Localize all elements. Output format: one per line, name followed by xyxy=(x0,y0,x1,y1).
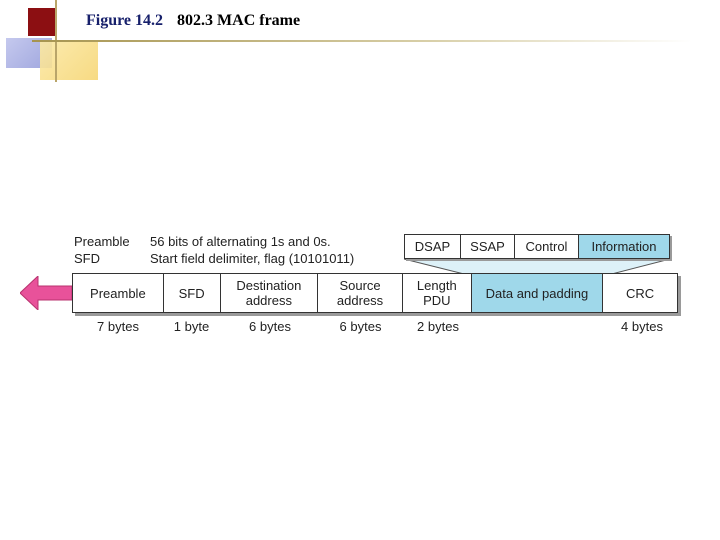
size-label-crc: 4 bytes xyxy=(621,319,663,334)
frame-field-crc: CRC xyxy=(626,285,655,301)
decor-horizontal-line xyxy=(32,40,692,42)
legend-desc-preamble: 56 bits of alternating 1s and 0s. xyxy=(150,234,331,249)
size-label-destination-address: 6 bytes xyxy=(249,319,291,334)
mac-frame: Preamble SFD Destination address Source … xyxy=(72,273,678,313)
figure-caption: 802.3 MAC frame xyxy=(177,12,301,29)
size-label-sfd: 1 byte xyxy=(173,319,210,334)
llc-field-information: Information xyxy=(579,235,669,258)
left-arrow-icon xyxy=(20,276,72,310)
frame-field-source-address: Source address xyxy=(318,274,403,312)
slide-title: Figure 14.2 802.3 MAC frame xyxy=(86,12,300,30)
llc-pdu-box: DSAP SSAP Control Information xyxy=(404,234,670,259)
frame-field-preamble: Preamble xyxy=(73,274,164,312)
decor-red-square xyxy=(28,8,55,36)
llc-field-control: Control xyxy=(515,235,579,258)
llc-field-dsap: DSAP xyxy=(405,235,461,258)
legend-desc-sfd: Start field delimiter, flag (10101011) xyxy=(150,251,355,266)
frame-field-data-and-padding: Data and padding xyxy=(471,274,604,312)
frame-field-sfd: SFD xyxy=(164,274,221,312)
frame-field-length-pdu: Length PDU xyxy=(403,274,472,312)
size-label-source-address: 6 bytes xyxy=(339,319,382,334)
size-label-length-pdu: 2 bytes xyxy=(417,319,459,334)
legend-term-preamble: Preamble xyxy=(74,234,130,249)
llc-field-ssap: SSAP xyxy=(461,235,515,258)
frame-field-destination-address: Destination address xyxy=(221,274,319,312)
figure-number: Figure 14.2 xyxy=(86,12,164,29)
size-label-preamble: 7 bytes xyxy=(97,319,139,334)
decor-yellow-square xyxy=(40,40,98,80)
legend-term-sfd: SFD xyxy=(74,251,100,266)
